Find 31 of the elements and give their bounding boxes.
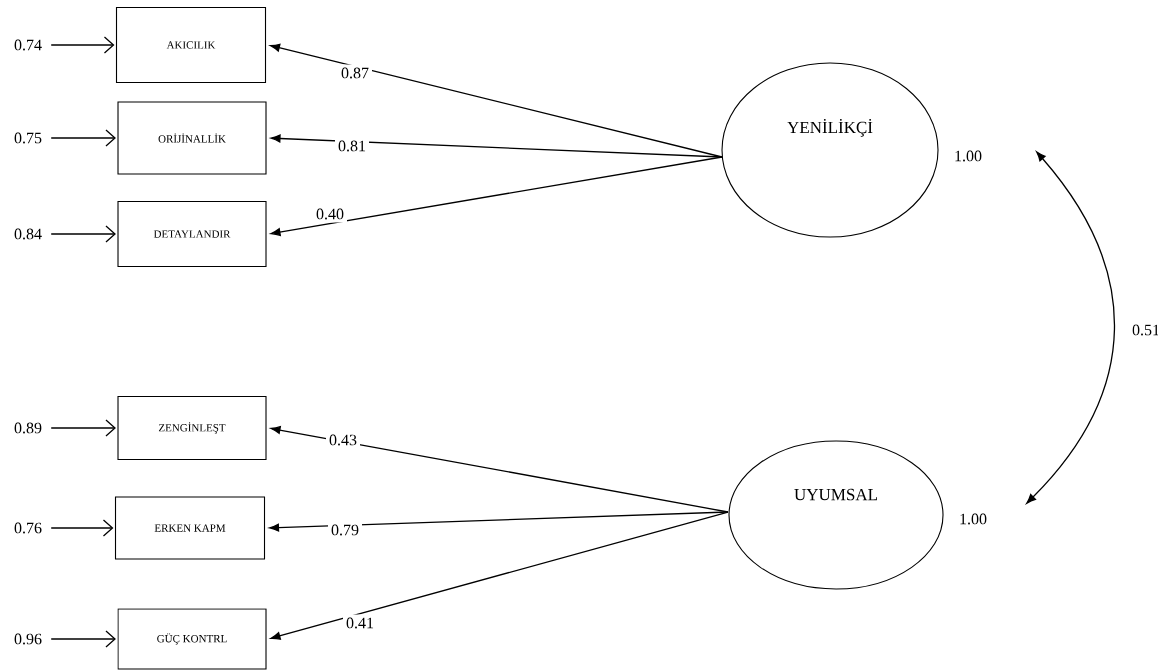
error-value: 0.75 [14,132,42,144]
arrow [270,156,723,237]
arrow [270,134,723,158]
error-value: 0.96 [14,633,42,645]
edge-label: 0.79 [328,521,362,539]
edge-label: 0.41 [343,614,377,632]
variable-box: ERKEN KAPM [114,496,266,560]
arrow [50,419,116,437]
arrow [50,519,114,537]
edge-label: 0.43 [326,431,360,449]
variable-box: ZENGİNLEŞT [117,395,267,461]
variable-box: DETAYLANDIR [117,200,267,268]
error-value: 0.76 [14,522,42,534]
arrow [50,36,115,54]
arrow [50,630,116,648]
variance-value: 1.00 [955,150,982,162]
edge-label: 0.40 [313,205,347,223]
arrow [1026,151,1116,504]
arrow [270,511,729,640]
variable-box: ORİJİNALLİK [117,101,267,175]
variable-box: AKICILIK [115,6,267,84]
arrow [269,511,729,532]
variable-box: GÜÇ KONTRL [117,608,267,670]
edge-label: 0.81 [335,137,369,155]
error-value: 0.89 [14,422,42,434]
error-value: 0.84 [14,228,42,240]
arrow [50,129,116,147]
error-value: 0.74 [14,39,42,51]
edge-label: 0.87 [338,64,372,82]
arrow [50,225,116,243]
variance-value: 1.00 [960,513,987,525]
